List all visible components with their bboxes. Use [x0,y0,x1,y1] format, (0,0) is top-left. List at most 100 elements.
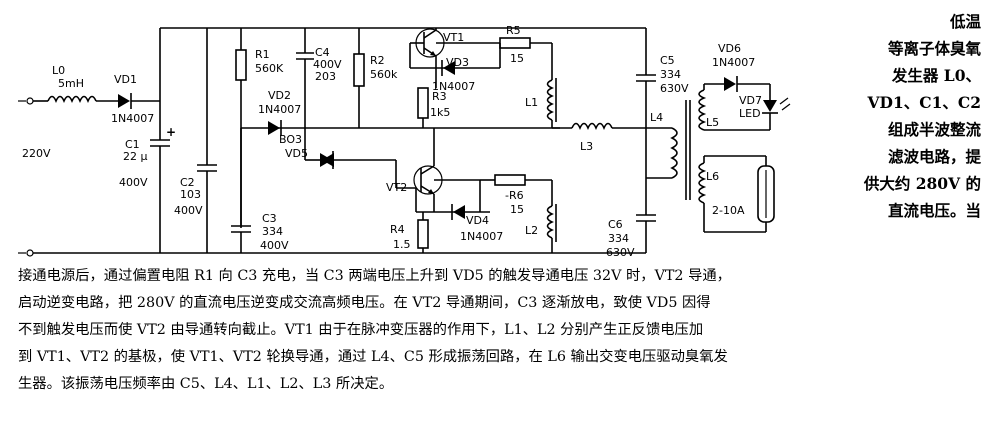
diode-VD4 [451,204,465,220]
winding-L6 [698,162,707,204]
VD7-value: LED [739,107,761,120]
sidebar-line: 低温 [949,12,981,31]
VD5-label: VD5 [285,147,308,160]
capacitor-C5 [636,74,656,82]
inductor-L2 [546,205,554,239]
C4-value: 203 [315,70,336,83]
input-terminals [18,97,34,257]
diode-VD3 [441,60,455,76]
sidebar-line: 发生器 L0、 [891,66,981,85]
C1-ref: C1 [125,138,140,151]
capacitor-C1: + [150,125,176,147]
input-voltage-label: 220V [22,147,51,160]
C1-voltage: 400V [119,176,148,189]
sidebar-line: VD1、C1、C2 [867,93,982,112]
resistor-R3 [417,87,429,119]
VD4-ref: VD4 [466,214,489,227]
resistor-R2 [353,53,365,87]
VD3-ref: VD3 [446,56,469,69]
capacitor-C2 [197,164,217,172]
L5-label: L5 [706,116,719,129]
resistor-R6 [494,174,526,186]
resistor-R1 [235,49,247,81]
C6-ref: C6 [608,218,623,231]
sidebar-line: 等离子体臭氧 [887,39,981,58]
R2-ref: R2 [370,54,385,67]
C2-value: 103 [180,188,201,201]
diode-VD6 [724,76,738,92]
VT1-label: VT1 [443,31,464,44]
VD3-value: 1N4007 [432,80,475,93]
R4-ref: R4 [390,223,405,236]
capacitor-C4 [296,52,314,60]
diode-VD2 [268,120,282,136]
VD2-ref: VD2 [268,89,291,102]
R6-value: 15 [510,203,524,216]
sidebar-line: 滤波电路，提 [887,147,981,166]
resistor-R4 [417,219,429,249]
sidebar-line: 供大约 280V 的 [863,174,981,193]
body-line: 到 VT1、VT2 的基极，使 VT1、VT2 轮换导通，通过 L4、C5 形成… [18,349,728,365]
diac-VD5 [320,151,334,169]
body-text: 接通电源后，通过偏置电阻 R1 向 C3 充电，当 C3 两端电压上升到 VD5… [18,263,980,398]
body-line: 接通电源后，通过偏置电阻 R1 向 C3 充电，当 C3 两端电压上升到 VD5… [18,268,731,284]
C6-voltage: 630V [606,246,635,259]
winding-L5 [698,89,707,131]
R1-value: 560K [255,62,284,75]
L4-label: L4 [650,111,663,124]
inductor-L1 [546,79,554,121]
R1-ref: R1 [255,48,270,61]
sidebar-line: 组成半波整流 [887,120,981,139]
C4-ref: C4 [315,46,330,59]
R2-value: 560k [370,68,398,81]
C2-ref: C2 [180,176,195,189]
resistor-R5 [499,37,531,49]
R4-value: 1.5 [393,238,411,251]
tube-label: 2-10A [712,204,745,217]
C5-ref: C5 [660,54,675,67]
body-line: 不到触发电压而使 VT2 由导通转向截止。VT1 由于在脉冲变压器的作用下，L1… [18,322,704,338]
VT2-label: VT2 [386,181,407,194]
body-line: 启动逆变电路，把 280V 的直流电压逆变成交流高频电压。在 VT2 导通期间，… [18,295,711,311]
VD1-value: 1N4007 [111,112,154,125]
C4-voltage: 400V [313,58,342,71]
led-VD7 [762,97,791,114]
VD7-ref: VD7 [739,94,762,107]
R3-ref: R3 [432,90,447,103]
L3-label: L3 [580,140,593,153]
C5-voltage: 630V [660,82,689,95]
svg-text:+: + [166,125,176,139]
C2-voltage: 400V [174,204,203,217]
L1-label: L1 [525,96,538,109]
VD1-ref: VD1 [114,73,137,86]
C3-ref: C3 [262,212,277,225]
C3-voltage: 400V [260,239,289,252]
sidebar-line: 直流电压。当 [887,201,981,220]
VD6-ref: VD6 [718,42,741,55]
R5-value: 15 [510,52,524,65]
capacitor-C6 [636,214,656,222]
C1-value: 22 μ [123,150,148,163]
sidebar-description: 低温 等离子体臭氧 发生器 L0、 VD1、C1、C2 组成半波整流 滤波电路，… [833,8,981,224]
L0-ref: L0 [52,64,65,77]
C6-value: 334 [608,232,629,245]
BO3-label: BO3 [279,133,302,146]
R5-ref: R5 [506,24,521,37]
inductor-L3 [571,122,613,130]
body-line: 生器。该振荡电压频率由 C5、L4、L1、L2、L3 所决定。 [18,376,394,392]
L6-label: L6 [706,170,719,183]
R6-ref: -R6 [505,189,524,202]
transformer-L4 [670,127,678,179]
L0-value: 5mH [58,77,84,90]
VD4-value: 1N4007 [460,230,503,243]
L2-label: L2 [525,224,538,237]
R3-value: 1k5 [430,106,450,119]
VD6-value: 1N4007 [712,56,755,69]
C3-value: 334 [262,225,283,238]
ozone-tube [757,156,775,232]
inductor-L0 [47,95,97,103]
VD2-value: 1N4007 [258,103,301,116]
diode-VD1 [118,93,132,109]
C5-value: 334 [660,68,681,81]
